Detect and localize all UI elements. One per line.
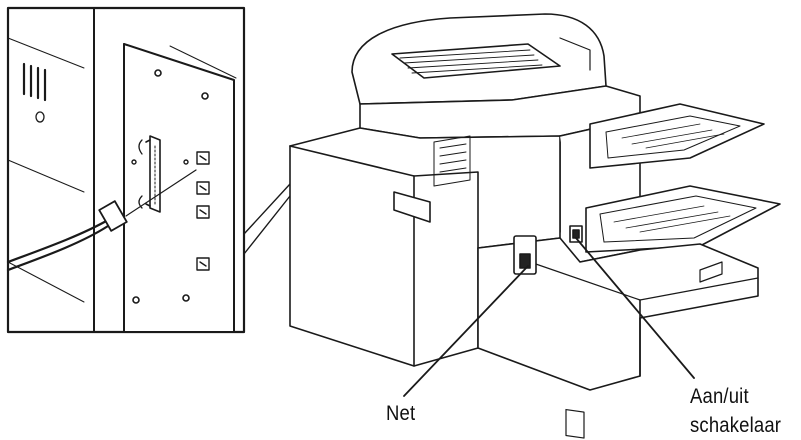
leader-line-net — [403, 265, 529, 397]
power-inlet-icon — [513, 235, 537, 275]
detail-inset — [6, 6, 246, 334]
cable-icon — [6, 200, 128, 272]
jack-icons — [131, 151, 210, 271]
output-tray-upper — [589, 103, 765, 169]
parallel-port-icon — [138, 135, 161, 213]
vent-grill — [433, 135, 471, 187]
leader-line-switch — [575, 237, 695, 379]
printer-body — [289, 13, 781, 439]
label-power-switch-line1: Aan/uit — [690, 385, 749, 408]
power-switch-icon — [569, 225, 583, 243]
label-net: Net — [386, 402, 416, 425]
output-tray-lower — [585, 185, 781, 253]
label-power-switch: Aan/uit schakelaar — [690, 382, 781, 440]
vent-slots — [22, 62, 47, 102]
label-power-switch-line2: schakelaar — [690, 414, 782, 437]
